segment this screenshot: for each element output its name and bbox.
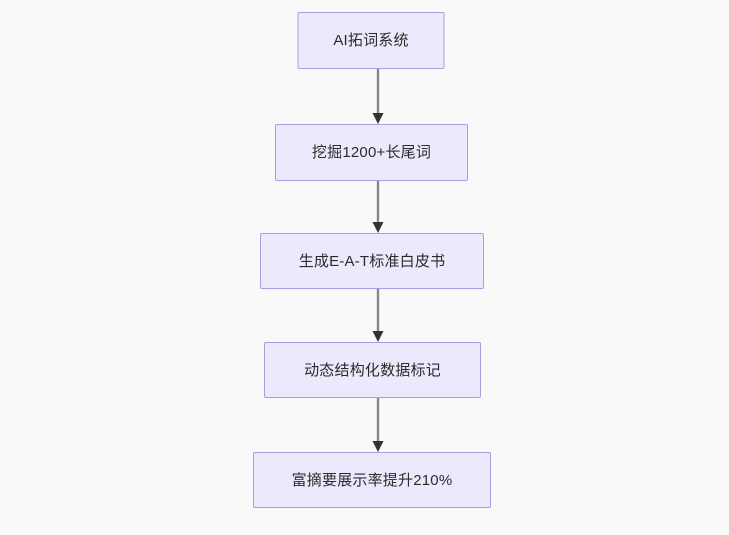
- node-label: 动态结构化数据标记: [304, 361, 441, 379]
- flowchart-node-mine-longtail-keywords[interactable]: 挖掘1200+长尾词: [275, 124, 468, 181]
- flowchart-node-ai-keyword-system[interactable]: AI拓词系统: [297, 12, 445, 69]
- edge-n4-to-n5: [371, 398, 385, 452]
- flowchart-node-rich-snippet-rate-increase[interactable]: 富摘要展示率提升210%: [253, 452, 491, 508]
- edge-n3-to-n4: [371, 289, 385, 342]
- flowchart-node-dynamic-structured-data-markup[interactable]: 动态结构化数据标记: [264, 342, 481, 398]
- node-label: 生成E-A-T标准白皮书: [298, 252, 446, 270]
- node-label: AI拓词系统: [333, 32, 409, 49]
- node-label: 富摘要展示率提升210%: [291, 471, 453, 489]
- edge-n1-to-n2: [371, 69, 385, 124]
- node-label: 挖掘1200+长尾词: [311, 144, 432, 161]
- edge-n2-to-n3: [371, 181, 385, 233]
- flowchart-node-generate-eat-whitepaper[interactable]: 生成E-A-T标准白皮书: [260, 233, 484, 289]
